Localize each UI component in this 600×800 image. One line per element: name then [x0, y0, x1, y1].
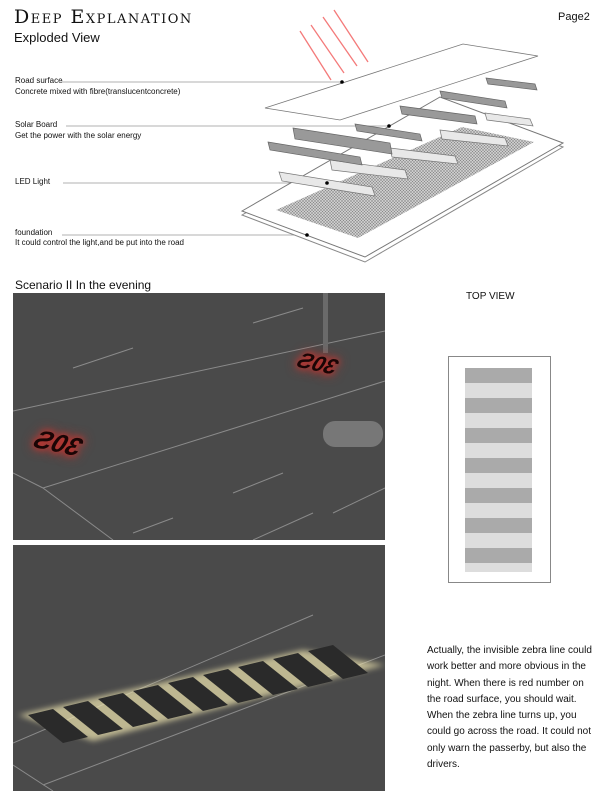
label-led-light: LED Light	[15, 177, 51, 186]
sunlight-arrows-icon	[299, 9, 369, 81]
scenario-title: Scenario II In the evening	[15, 278, 152, 292]
section-subtitle: Exploded View	[14, 30, 100, 45]
page-number: Page2	[558, 11, 590, 23]
desc-solar-board: Get the power with the solar energy	[15, 131, 142, 140]
page-title: Deep Explanation	[14, 6, 193, 28]
zebra-stripes	[13, 614, 385, 791]
scene-red-signal: 30S 30S	[13, 293, 385, 540]
exploded-diagram	[62, 9, 565, 263]
led-light-layer	[278, 112, 534, 197]
car	[323, 421, 383, 447]
description-text: Actually, the invisible zebra line could…	[427, 645, 592, 771]
label-solar-board: Solar Board	[15, 120, 58, 129]
road-surface-layer	[264, 43, 539, 121]
scene-zebra-crossing	[13, 545, 385, 791]
solar-board-layer	[267, 77, 538, 166]
desc-foundation: It could control the light,and be put in…	[15, 238, 185, 247]
label-foundation: foundation	[15, 228, 53, 237]
top-view-diagram	[448, 356, 551, 583]
desc-road-surface: Concrete mixed with fibre(translucentcon…	[15, 87, 181, 96]
top-view-label: TOP VIEW	[466, 291, 515, 302]
top-view-stripes	[465, 368, 532, 572]
label-road-surface: Road surface	[15, 76, 63, 85]
